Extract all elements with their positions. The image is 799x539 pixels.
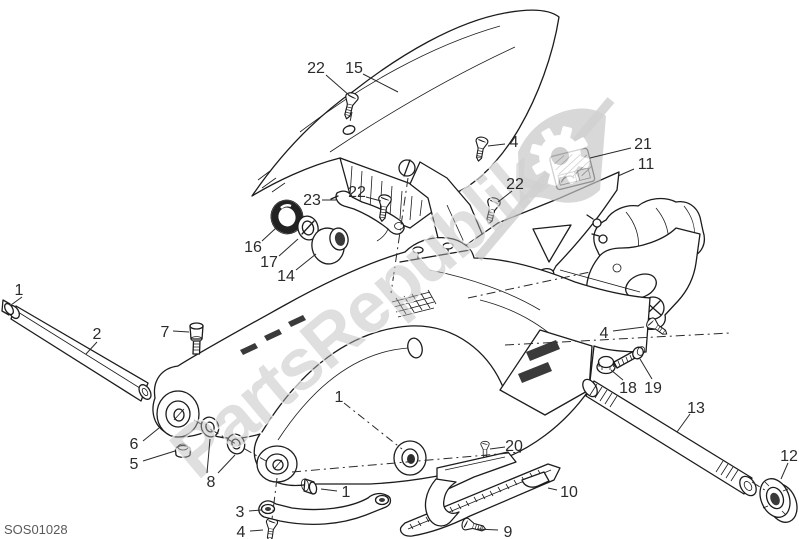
- leader-line: [780, 462, 789, 480]
- leader-line: [142, 427, 160, 442]
- leader-line: [497, 190, 513, 203]
- axle-nut: [759, 478, 798, 523]
- part-label-4: 4: [510, 134, 519, 151]
- leader-line: [676, 413, 691, 433]
- part-label-12: 12: [780, 448, 798, 465]
- part-label-17: 17: [260, 254, 278, 271]
- leader-line: [320, 488, 338, 492]
- flanged-bushing: [311, 227, 349, 265]
- leader-line: [362, 73, 399, 93]
- part-label-4: 4: [600, 325, 609, 342]
- part-label-3: 3: [236, 504, 245, 521]
- leader-line: [249, 529, 264, 532]
- part-label-4: 4: [237, 524, 246, 539]
- leader-line: [547, 487, 558, 491]
- part-label-10: 10: [560, 484, 578, 501]
- part-label-11: 11: [638, 156, 655, 173]
- leader-line: [487, 143, 506, 147]
- hose-guide-bar: [258, 492, 392, 526]
- part-label-23: 23: [303, 192, 321, 209]
- part-label-14: 14: [277, 268, 295, 285]
- leader-line: [476, 528, 499, 531]
- leader-line: [617, 168, 635, 177]
- leader-line: [489, 446, 506, 450]
- drawing-code: SOS01028: [4, 522, 68, 537]
- part-label-1: 1: [15, 282, 24, 299]
- part-label-6: 6: [130, 436, 139, 453]
- leader-line: [589, 147, 632, 159]
- part-label-7: 7: [161, 324, 170, 341]
- leader-line: [610, 369, 624, 381]
- part-label-15: 15: [345, 60, 363, 77]
- phantom-lines: [193, 111, 769, 520]
- seal-washer: [297, 215, 319, 241]
- gear-icon: [530, 126, 590, 186]
- bearing: [270, 199, 304, 235]
- part-label-13: 13: [687, 400, 705, 417]
- countersunk-screws: [265, 92, 668, 539]
- part-label-8: 8: [207, 474, 216, 491]
- leader-line: [612, 326, 645, 332]
- leader-line: [206, 438, 211, 474]
- part-label-2: 2: [93, 326, 102, 343]
- part-label-22: 22: [348, 184, 366, 201]
- chain-adjuster-hardware: [596, 346, 646, 375]
- swingarm: [152, 236, 651, 487]
- screw-hole-symbol: [398, 159, 416, 177]
- leader-line: [85, 341, 98, 355]
- leader-line: [365, 196, 382, 202]
- leader-line: [278, 238, 299, 257]
- flanged-nut-small: [174, 443, 192, 458]
- drawing-layer: [1, 9, 798, 539]
- part-label-18: 18: [619, 380, 637, 397]
- part-label-20: 20: [505, 438, 523, 455]
- leader-line: [172, 330, 190, 333]
- wheel-axle: [582, 378, 757, 497]
- leader-line: [261, 227, 277, 242]
- shaft-end-cap: [1, 299, 14, 316]
- part-label-1: 1: [335, 389, 344, 406]
- pivot-shaft: [1, 299, 152, 402]
- chain-slider: [399, 451, 561, 537]
- pivot-bushing: [300, 478, 318, 495]
- hose-guide-bracket: [330, 190, 405, 242]
- part-label-22: 22: [307, 60, 325, 77]
- shoulder-bolt: [189, 322, 204, 355]
- leader-line: [10, 296, 23, 306]
- leader-line: [217, 454, 236, 474]
- leader-line: [142, 450, 176, 462]
- watermark-logo: [474, 97, 615, 261]
- leader-line: [343, 402, 403, 450]
- part-label-22: 22: [506, 176, 524, 193]
- leader-line: [295, 253, 317, 271]
- part-label-16: 16: [244, 239, 262, 256]
- part-label-19: 19: [644, 380, 662, 397]
- leader-line: [248, 509, 262, 512]
- part-label-21: 21: [634, 136, 652, 153]
- part-label-9: 9: [504, 524, 513, 539]
- leader-line: [639, 358, 653, 380]
- part-label-5: 5: [130, 456, 139, 473]
- part-label-1: 1: [342, 484, 351, 501]
- leader-line: [325, 74, 351, 97]
